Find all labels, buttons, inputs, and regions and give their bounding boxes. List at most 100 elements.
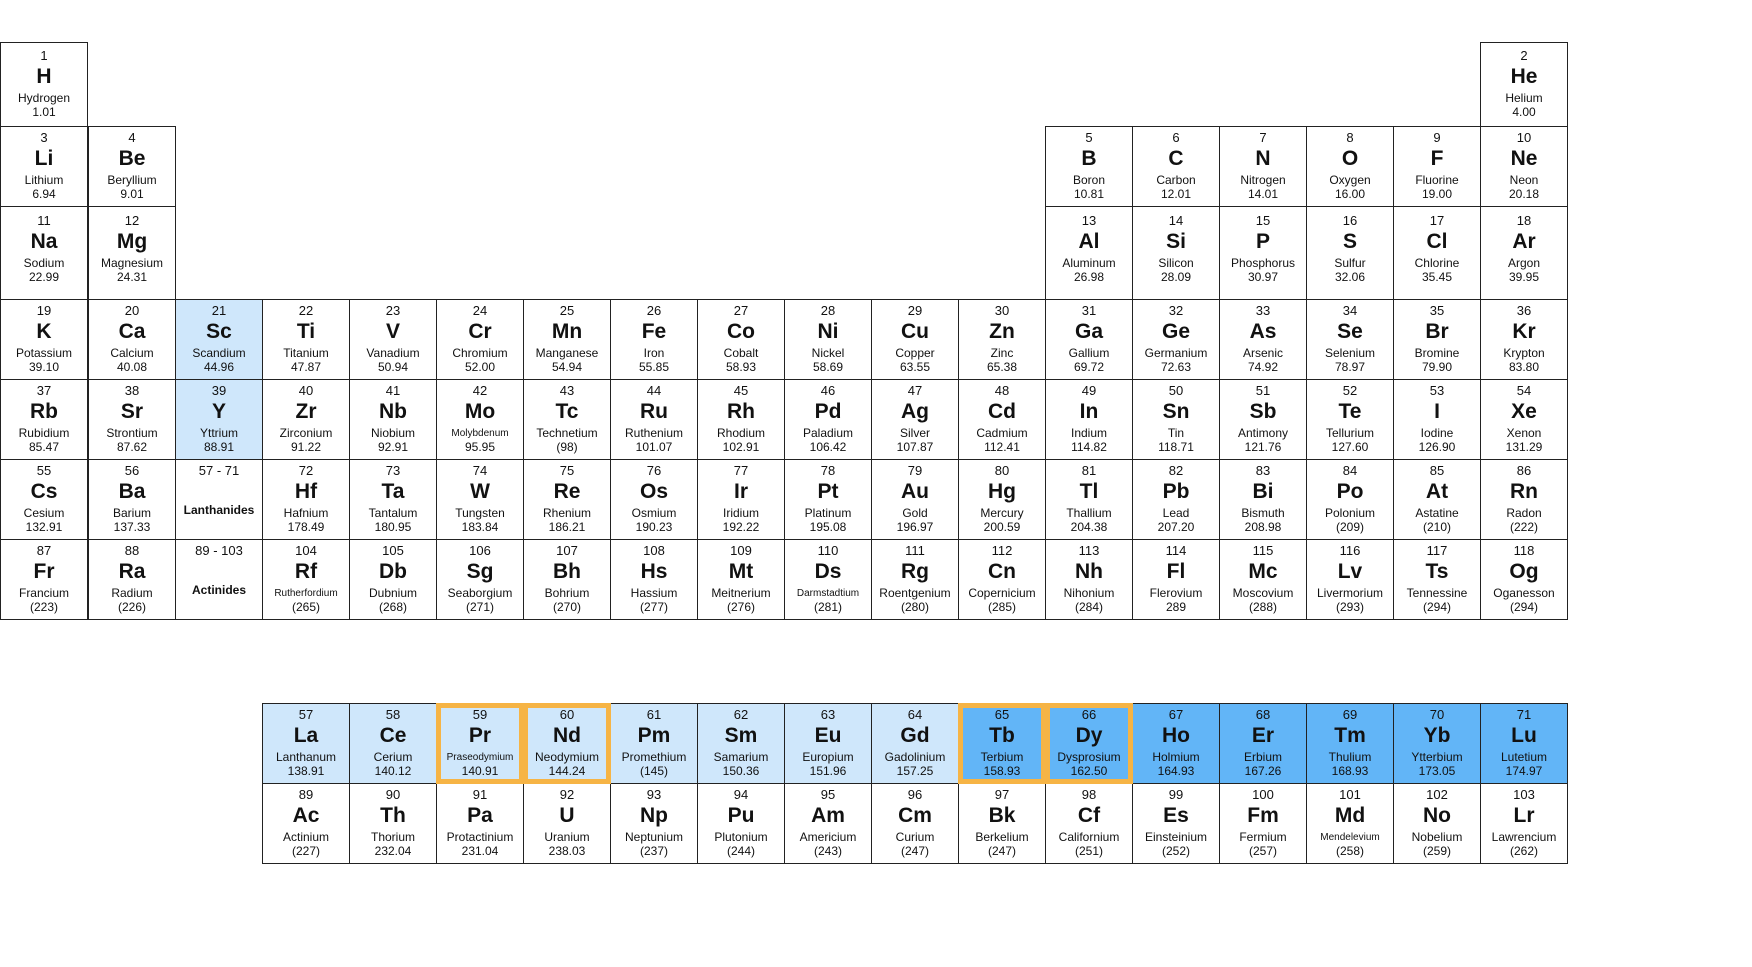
atomic-number: 57 xyxy=(298,707,314,722)
element-name: Darmstadtium xyxy=(796,588,860,599)
element-name: Neodymium xyxy=(534,750,600,764)
atomic-mass: 162.50 xyxy=(1070,764,1108,778)
atomic-mass: 50.94 xyxy=(377,360,409,374)
element-name: Yttrium xyxy=(199,426,238,440)
atomic-number: 53 xyxy=(1429,383,1445,398)
element-name: Protactinium xyxy=(446,830,514,844)
atomic-mass: (251) xyxy=(1074,844,1103,858)
atomic-mass: 144.24 xyxy=(548,764,586,778)
element-symbol: Og xyxy=(1509,560,1539,583)
element-symbol: Np xyxy=(640,804,668,827)
atomic-mass: 126.90 xyxy=(1418,440,1456,454)
element-name: Einsteinium xyxy=(1144,830,1208,844)
element-name: Hafnium xyxy=(283,506,329,520)
element-symbol: Sg xyxy=(466,560,494,583)
atomic-number: 77 xyxy=(733,463,749,478)
atomic-mass: (222) xyxy=(1509,520,1538,534)
atomic-mass: (244) xyxy=(726,844,755,858)
element-symbol: Br xyxy=(1425,320,1449,343)
atomic-number: 112 xyxy=(991,543,1013,558)
atomic-number: 91 xyxy=(472,787,488,802)
element-name: Antimony xyxy=(1237,426,1289,440)
element-name: Nickel xyxy=(811,346,845,360)
element-symbol: Zr xyxy=(295,400,317,423)
atomic-number: 55 xyxy=(36,463,52,478)
element-name: Gallium xyxy=(1068,346,1110,360)
atomic-mass: 39.10 xyxy=(28,360,60,374)
element-symbol: Am xyxy=(811,804,845,827)
atomic-mass: 132.91 xyxy=(25,520,63,534)
atomic-mass: (259) xyxy=(1422,844,1451,858)
atomic-mass: 190.23 xyxy=(635,520,673,534)
element-symbol: Nh xyxy=(1075,560,1103,583)
element-symbol: O xyxy=(1341,147,1359,170)
element-name: Hydrogen xyxy=(17,91,71,105)
atomic-mass: 157.25 xyxy=(896,764,934,778)
element-name: Praseodymium xyxy=(446,752,514,763)
element-name: Zinc xyxy=(990,346,1014,360)
atomic-mass: (247) xyxy=(900,844,929,858)
atomic-mass: 232.04 xyxy=(374,844,412,858)
atomic-mass: 32.06 xyxy=(1334,270,1366,284)
element-name: Molybdenum xyxy=(451,428,509,439)
element-name: Vanadium xyxy=(366,346,420,360)
element-symbol: Er xyxy=(1251,724,1275,747)
atomic-number: 62 xyxy=(733,707,749,722)
atomic-mass: 140.91 xyxy=(461,764,499,778)
element-symbol: Dy xyxy=(1075,724,1103,747)
atomic-number: 38 xyxy=(124,383,140,398)
element-symbol: Rb xyxy=(30,400,58,423)
element-symbol: I xyxy=(1434,400,1440,423)
atomic-mass: 20.18 xyxy=(1508,187,1540,201)
element-symbol: B xyxy=(1081,147,1097,170)
element-symbol: Nd xyxy=(553,724,581,747)
element-name: Ruthenium xyxy=(624,426,684,440)
element-name: Tennessine xyxy=(1406,586,1468,600)
element-name: Platinum xyxy=(804,506,852,520)
element-symbol: Na xyxy=(30,230,58,253)
atomic-mass: (226) xyxy=(117,600,146,614)
element-symbol: Bh xyxy=(553,560,581,583)
element-symbol: Lr xyxy=(1513,804,1535,827)
element-name: Calcium xyxy=(110,346,154,360)
atomic-mass: 107.87 xyxy=(896,440,934,454)
atomic-mass: (262) xyxy=(1509,844,1538,858)
atomic-mass: 1.01 xyxy=(32,105,56,119)
element-name: Lanthanum xyxy=(275,750,337,764)
atomic-mass: 24.31 xyxy=(116,270,148,284)
atomic-mass: 140.12 xyxy=(374,764,412,778)
atomic-mass: 22.99 xyxy=(28,270,60,284)
atomic-mass: (288) xyxy=(1248,600,1277,614)
element-symbol: Y xyxy=(211,400,226,423)
element-name: Thallium xyxy=(1066,506,1112,520)
element-symbol: Os xyxy=(639,480,668,503)
atomic-number: 70 xyxy=(1429,707,1445,722)
element-symbol: Tb xyxy=(989,724,1015,747)
atomic-mass: 78.97 xyxy=(1334,360,1366,374)
element-name: Beryllium xyxy=(107,173,157,187)
element-name: Rutherfordium xyxy=(274,588,338,599)
atomic-mass: 121.76 xyxy=(1244,440,1282,454)
element-name: Berkelium xyxy=(975,830,1029,844)
element-symbol: Eu xyxy=(814,724,842,747)
atomic-mass: 138.91 xyxy=(287,764,325,778)
element-name: Iodine xyxy=(1420,426,1454,440)
